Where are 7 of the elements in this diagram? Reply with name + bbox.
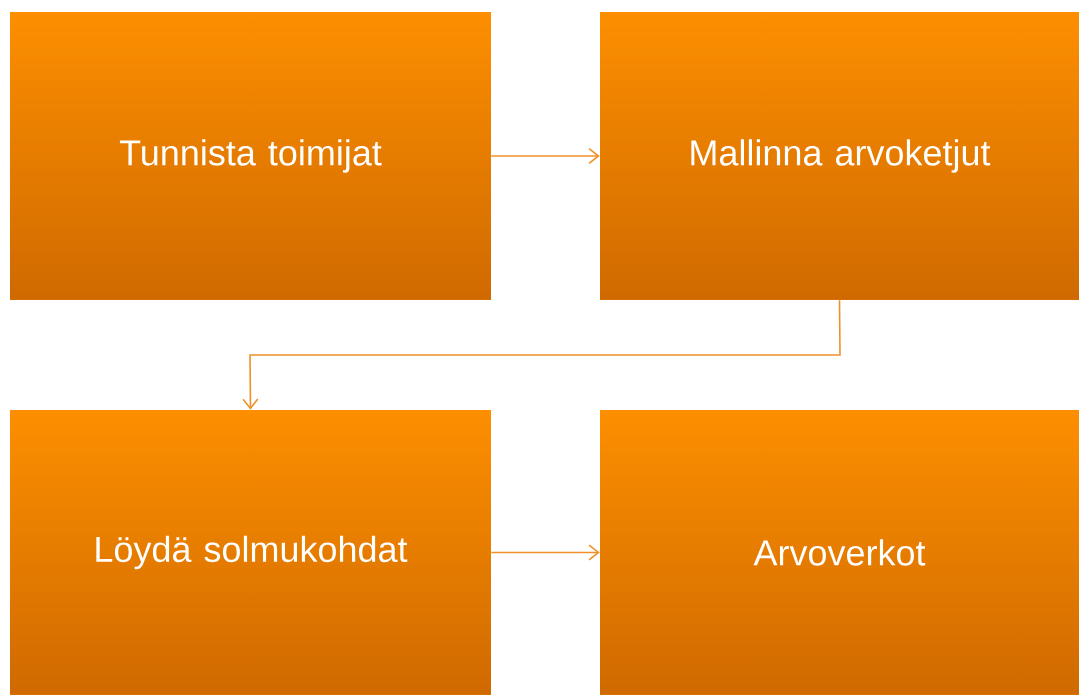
arrow (490, 147, 600, 165)
process-box: Mallinna arvoketjut (600, 12, 1079, 300)
process-box: Arvoverkot (600, 410, 1079, 695)
arrow (490, 544, 600, 561)
process-box: Löydä solmukohdat (10, 410, 491, 695)
process-box: Tunnista toimijat (10, 12, 491, 300)
arrow (242, 299, 841, 410)
